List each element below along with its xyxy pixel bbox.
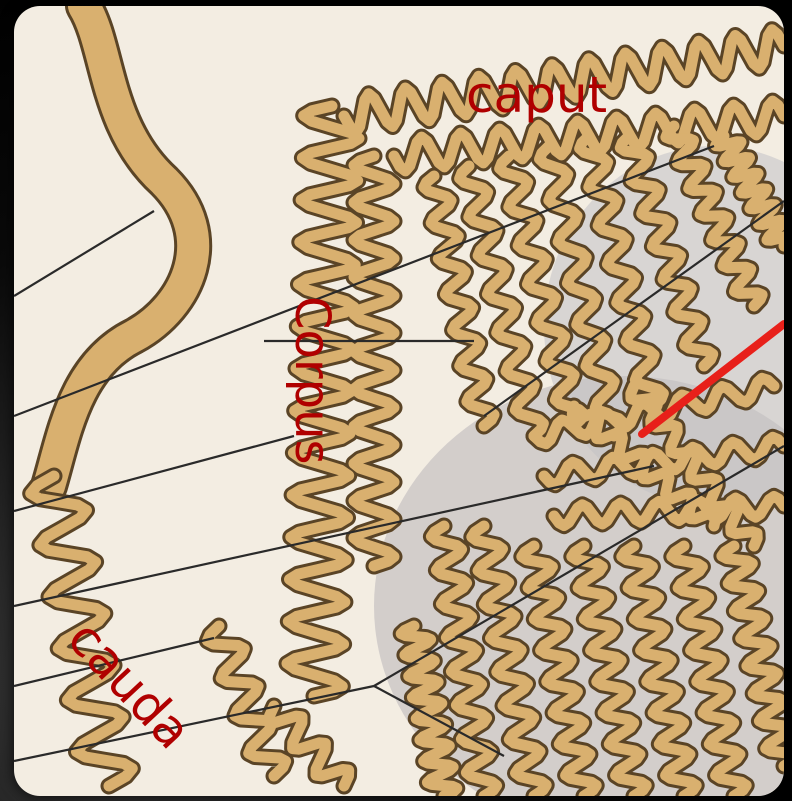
leader-line-1 <box>14 211 154 296</box>
label-caput: caput <box>466 70 607 120</box>
ductus-deferens <box>49 6 193 486</box>
epididymis-illustration: caput Corpus cauda <box>14 6 784 796</box>
label-corpus: Corpus <box>288 296 336 465</box>
